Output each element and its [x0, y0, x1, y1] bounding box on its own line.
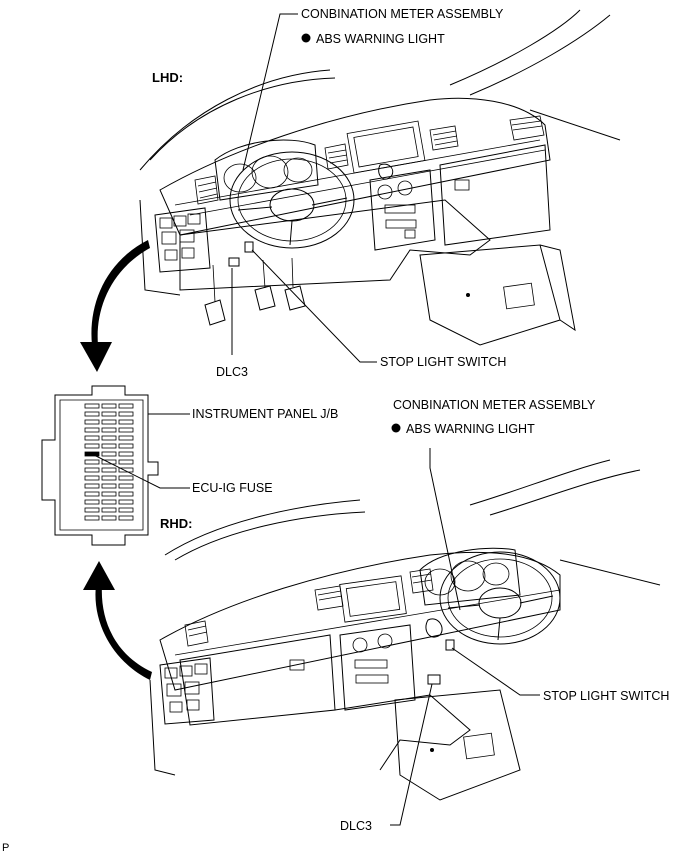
rhd-dashboard-illustration [149, 459, 661, 801]
jb-leader-lines [91, 413, 190, 489]
rhd-combination-meter-label: CONBINATION METER ASSEMBLY [393, 398, 596, 412]
ecu-ig-fuse-label: ECU-IG FUSE [192, 481, 273, 495]
lhd-heading: LHD: [152, 70, 183, 85]
rhd-dlc3-label: DLC3 [340, 819, 372, 833]
lhd-abs-warning-label: ABS WARNING LIGHT [316, 32, 445, 46]
rhd-heading: RHD: [160, 516, 193, 531]
lhd-bullet-icon [301, 33, 311, 43]
lhd-stop-light-switch-label: STOP LIGHT SWITCH [380, 355, 506, 369]
arrow-rhd-to-jb [83, 561, 152, 680]
instrument-panel-jb-label: INSTRUMENT PANEL J/B [192, 407, 338, 421]
corner-mark: P [2, 842, 9, 854]
instrument-panel-jb-illustration [41, 385, 159, 546]
rhd-abs-warning-label: ABS WARNING LIGHT [406, 422, 535, 436]
lhd-dlc3-label: DLC3 [216, 365, 248, 379]
rhd-leader-lines [390, 448, 540, 826]
lhd-leader-lines [231, 13, 377, 363]
lhd-combination-meter-label: CONBINATION METER ASSEMBLY [301, 7, 504, 21]
arrow-lhd-to-jb [80, 240, 150, 372]
lhd-dashboard-illustration [139, 9, 621, 346]
rhd-bullet-icon [391, 423, 401, 433]
rhd-stop-light-switch-label: STOP LIGHT SWITCH [543, 689, 669, 703]
